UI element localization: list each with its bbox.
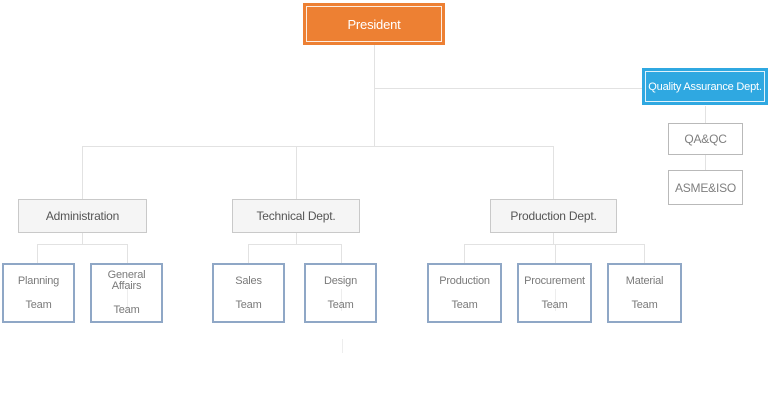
connector-line: [705, 155, 706, 170]
node-president: President: [303, 3, 445, 45]
connector-stub-line: [341, 289, 342, 311]
connector-line: [341, 244, 342, 263]
team-label-line1: Material: [625, 274, 664, 287]
connector-line: [464, 244, 644, 245]
node-procurement-team: Procurement Team: [517, 263, 592, 323]
connector-line: [37, 244, 38, 263]
node-technical-dept: Technical Dept.: [232, 199, 360, 233]
node-production-dept-label: Production Dept.: [510, 209, 597, 223]
connector-line: [248, 244, 249, 263]
node-general-affairs-team: General Affairs Team: [90, 263, 163, 323]
connector-line: [464, 244, 465, 263]
node-qa-qc: QA&QC: [668, 123, 743, 155]
connector-line: [127, 244, 128, 263]
node-president-label: President: [306, 6, 442, 42]
node-technical-dept-label: Technical Dept.: [256, 209, 336, 223]
connector-line: [82, 146, 553, 147]
team-label-line2: Team: [235, 298, 262, 311]
node-planning-team: Planning Team: [2, 263, 75, 323]
connector-line: [553, 146, 554, 199]
node-production-team: Production Team: [427, 263, 502, 323]
connector-line: [296, 146, 297, 199]
connector-line: [82, 146, 83, 199]
connector-line: [37, 244, 127, 245]
team-label-line2: Team: [25, 298, 52, 311]
connector-line: [555, 244, 556, 263]
connector-line: [374, 45, 375, 146]
team-label-line1: Sales: [235, 274, 262, 287]
node-quality-assurance-dept-label: Quality Assurance Dept.: [645, 71, 765, 102]
team-label-line1: Procurement: [524, 274, 585, 287]
connector-stub-line: [127, 289, 128, 311]
node-asme-iso-label: ASME&ISO: [674, 180, 737, 195]
connector-stub-line: [555, 289, 556, 311]
team-label-line1: Design: [323, 274, 358, 287]
team-label-line2: Team: [113, 304, 140, 316]
connector-line: [248, 244, 341, 245]
node-design-team: Design Team: [304, 263, 377, 323]
connector-line: [374, 88, 642, 89]
team-label-line2: Team: [327, 298, 354, 311]
team-label-line1: General Affairs: [107, 269, 146, 292]
connector-stub-line: [342, 339, 343, 353]
node-administration-label: Administration: [45, 209, 120, 223]
node-qa-qc-label: QA&QC: [684, 132, 727, 146]
node-administration: Administration: [18, 199, 147, 233]
connector-line: [644, 244, 645, 263]
node-sales-team: Sales Team: [212, 263, 285, 323]
node-asme-iso: ASME&ISO: [668, 170, 743, 205]
team-label-line2: Team: [631, 298, 658, 311]
node-production-dept: Production Dept.: [490, 199, 617, 233]
connector-line: [553, 233, 554, 244]
node-material-team: Material Team: [607, 263, 682, 323]
node-quality-assurance-dept: Quality Assurance Dept.: [642, 68, 768, 105]
team-label-line2: Team: [451, 298, 478, 311]
team-label-line1: Production: [439, 274, 490, 287]
connector-line: [296, 233, 297, 244]
connector-line: [82, 233, 83, 244]
team-label-line2: Team: [541, 298, 568, 311]
team-label-line1: Planning: [17, 274, 60, 287]
connector-line: [705, 106, 706, 123]
